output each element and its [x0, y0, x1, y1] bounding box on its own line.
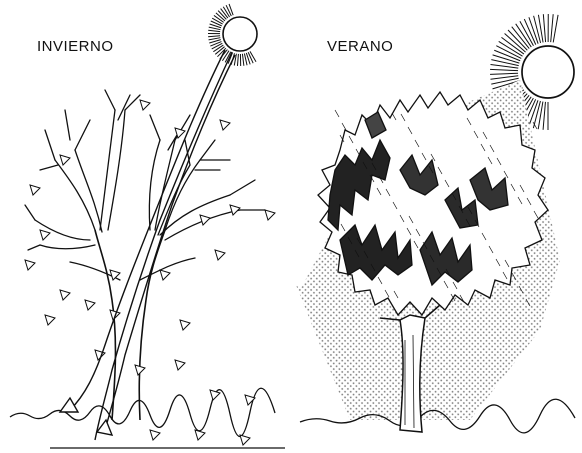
sun-ray: [508, 30, 527, 50]
leaf-icon: [110, 270, 120, 280]
leaf-icon: [265, 210, 275, 220]
sun-ray: [543, 14, 545, 42]
winter-panel: [10, 4, 285, 448]
sun-ray: [237, 54, 238, 66]
leaf-icon: [240, 435, 250, 445]
leaf-icon: [40, 230, 50, 240]
winter-ground: [10, 388, 275, 436]
leaf-icon: [215, 250, 225, 260]
leaf-icon: [160, 270, 170, 280]
leaf-icon: [245, 395, 255, 405]
leaf-icon: [140, 100, 150, 110]
sun-ray: [490, 69, 518, 70]
leaf-icon: [200, 215, 210, 225]
winter-sun-rays-arrows: [60, 50, 235, 440]
leaf-icon: [230, 205, 240, 215]
sun-ray: [208, 30, 220, 31]
leaf-icon: [85, 300, 95, 310]
leaf-icon: [45, 315, 55, 325]
sun-ray: [553, 15, 558, 43]
leaf-icon: [195, 430, 205, 440]
leaf-icon: [60, 290, 70, 300]
hatch-stroke: [342, 123, 346, 130]
sun-ray: [543, 102, 545, 130]
leaf-icon: [25, 260, 35, 270]
hatch-stroke: [335, 110, 339, 117]
sun-ray: [250, 51, 256, 61]
summer-panel: [296, 14, 575, 433]
sun-ray: [490, 76, 518, 79]
sun-ray: [512, 27, 530, 49]
leaf-icon: [180, 320, 190, 330]
leaf-icon: [175, 360, 185, 370]
winter-sun-icon: [208, 4, 257, 66]
leaf-icon: [150, 430, 160, 440]
leaf-icon: [135, 365, 145, 375]
leaf-icon: [60, 155, 70, 165]
leaf-icon: [210, 390, 220, 400]
sun-ray: [551, 14, 554, 42]
sun-ray: [490, 73, 518, 74]
sun-ray: [212, 43, 223, 49]
sun-ray: [505, 34, 526, 53]
sun-ray: [208, 36, 220, 37]
leaf-icon: [220, 120, 230, 130]
leaf-icon: [30, 185, 40, 195]
sun-ray: [242, 54, 243, 66]
winter-branches: [25, 90, 265, 280]
sun-ray: [209, 38, 221, 40]
